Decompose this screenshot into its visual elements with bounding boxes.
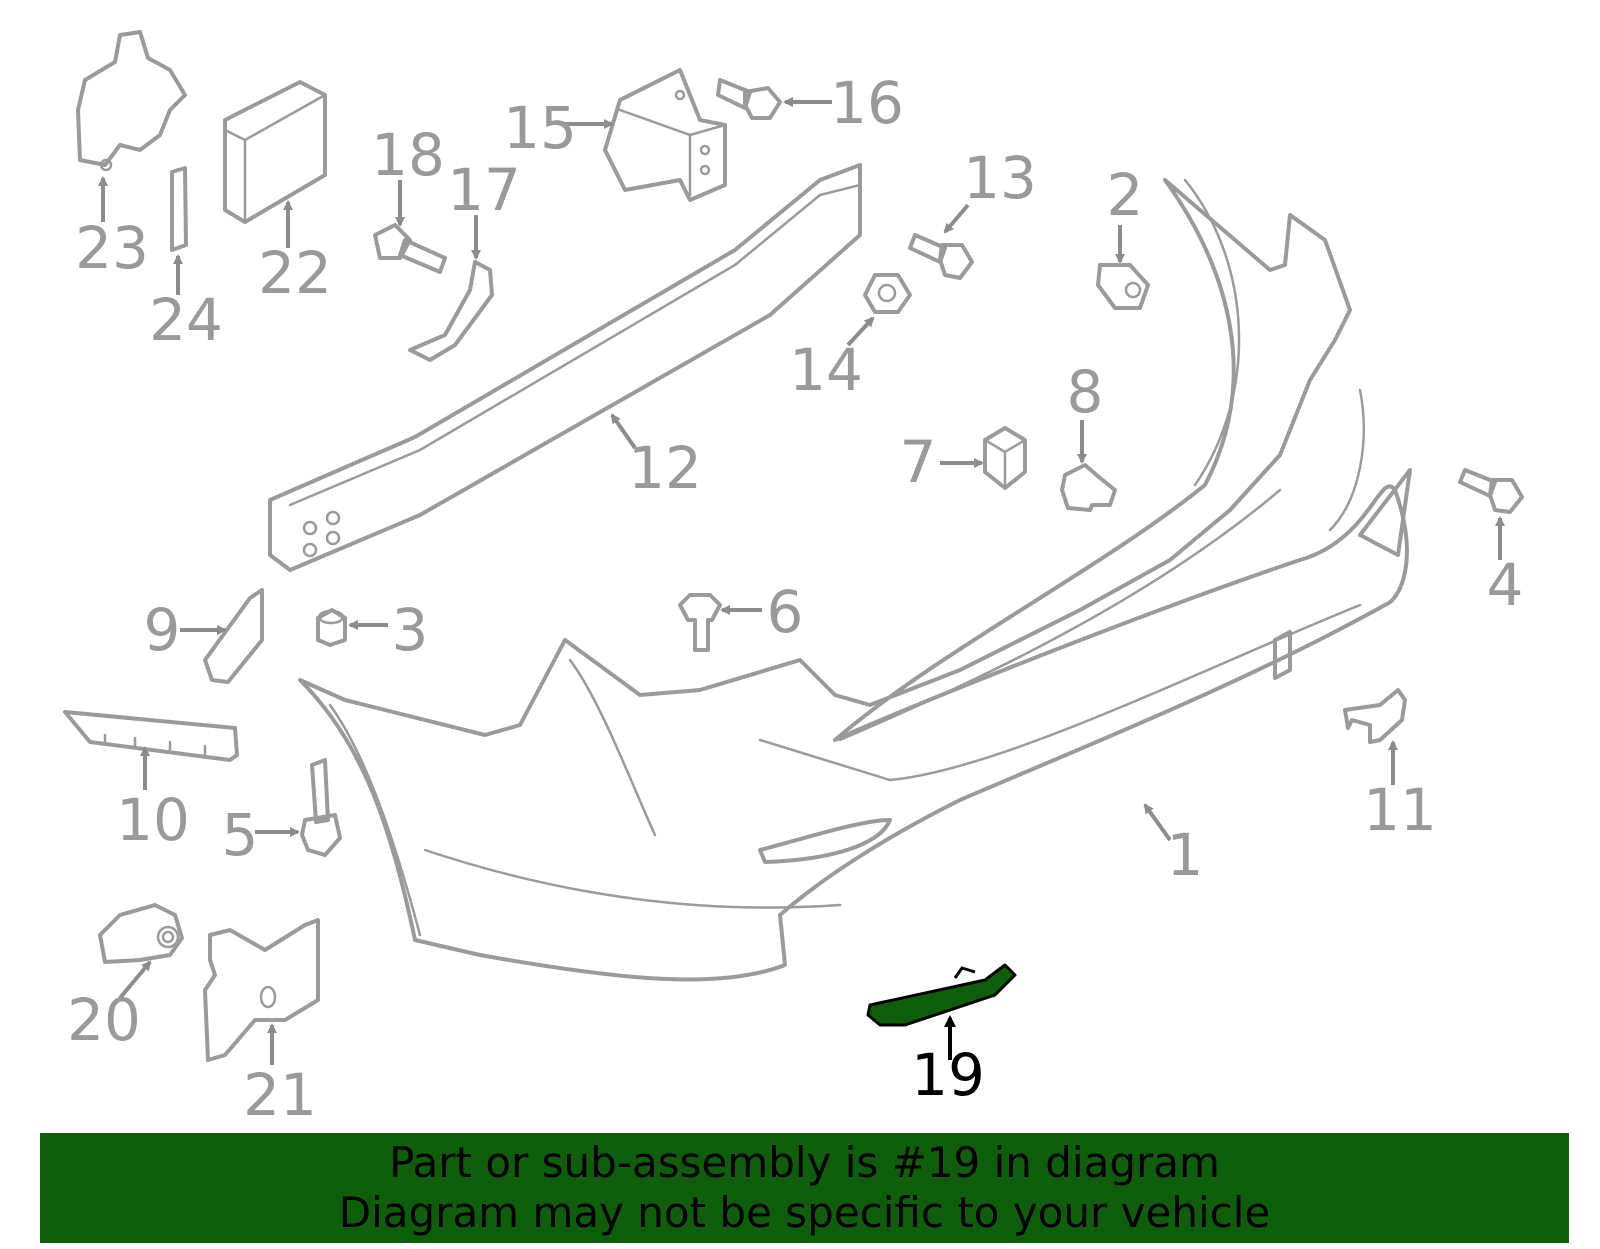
push-pin-6-part — [678, 593, 722, 652]
callout-label-14: 14 — [789, 336, 863, 404]
callout-label-11: 11 — [1363, 776, 1437, 844]
clip-2-part — [1096, 263, 1150, 310]
callout-label-6: 6 — [767, 578, 804, 646]
callout-label-18: 18 — [371, 121, 445, 189]
callout-label-23: 23 — [75, 214, 149, 282]
bracket-8-part — [1060, 463, 1117, 512]
callout-label-17: 17 — [447, 156, 521, 224]
callout-label-8: 8 — [1067, 358, 1104, 426]
clip-24-part — [170, 166, 188, 252]
nut-14-part — [863, 273, 912, 314]
module-22-part — [223, 80, 327, 224]
arrow-12 — [610, 413, 637, 450]
callout-label-16: 16 — [830, 69, 904, 137]
arrow-1 — [1143, 803, 1172, 842]
callout-label-21: 21 — [243, 1061, 317, 1129]
callout-label-15: 15 — [503, 94, 577, 162]
arrow-20 — [118, 960, 152, 1000]
bolt-16-part — [716, 78, 782, 120]
callout-label-24: 24 — [149, 286, 223, 354]
callout-label-3: 3 — [392, 596, 429, 664]
info-banner: Part or sub-assembly is #19 in diagram D… — [40, 1133, 1569, 1243]
retainer-7-part — [983, 426, 1027, 490]
callout-label-4: 4 — [1487, 551, 1524, 619]
arrow-14 — [846, 316, 875, 347]
banner-line-1: Part or sub-assembly is #19 in diagram — [389, 1138, 1220, 1187]
callout-label-20: 20 — [67, 986, 141, 1054]
banner-line-2: Diagram may not be specific to your vehi… — [338, 1188, 1271, 1237]
callout-label-5: 5 — [222, 801, 259, 869]
bracket-23-part — [76, 30, 187, 172]
arrow-13 — [943, 203, 970, 234]
callout-label-7: 7 — [900, 428, 937, 496]
callout-label-13: 13 — [963, 144, 1037, 212]
bolt-4-part — [1458, 468, 1524, 514]
bracket-11-part — [1343, 688, 1407, 744]
bracket-9-part — [203, 588, 264, 684]
grommet-3-part — [316, 608, 347, 647]
bracket-15-part — [603, 68, 727, 202]
bumper-cover-part — [298, 178, 1412, 982]
parking-sensor-20-part — [98, 903, 184, 964]
sensor-bracket-21-part — [203, 918, 320, 1062]
callout-label-22: 22 — [258, 239, 332, 307]
bracket-17-part — [408, 260, 494, 362]
bolt-18-part — [373, 223, 447, 274]
callout-label-19: 19 — [911, 1041, 985, 1109]
callout-label-1: 1 — [1167, 821, 1204, 889]
reinforcement-beam-part — [268, 163, 862, 572]
reflector-10-part — [63, 710, 239, 762]
reflector-19-part-highlighted[interactable] — [866, 963, 1017, 1027]
bolt-13-part — [908, 233, 974, 280]
callout-label-9: 9 — [144, 596, 181, 664]
callout-label-10: 10 — [116, 786, 190, 854]
screw-5-part — [300, 758, 342, 857]
callout-label-2: 2 — [1107, 161, 1144, 229]
callout-label-12: 12 — [628, 434, 702, 502]
